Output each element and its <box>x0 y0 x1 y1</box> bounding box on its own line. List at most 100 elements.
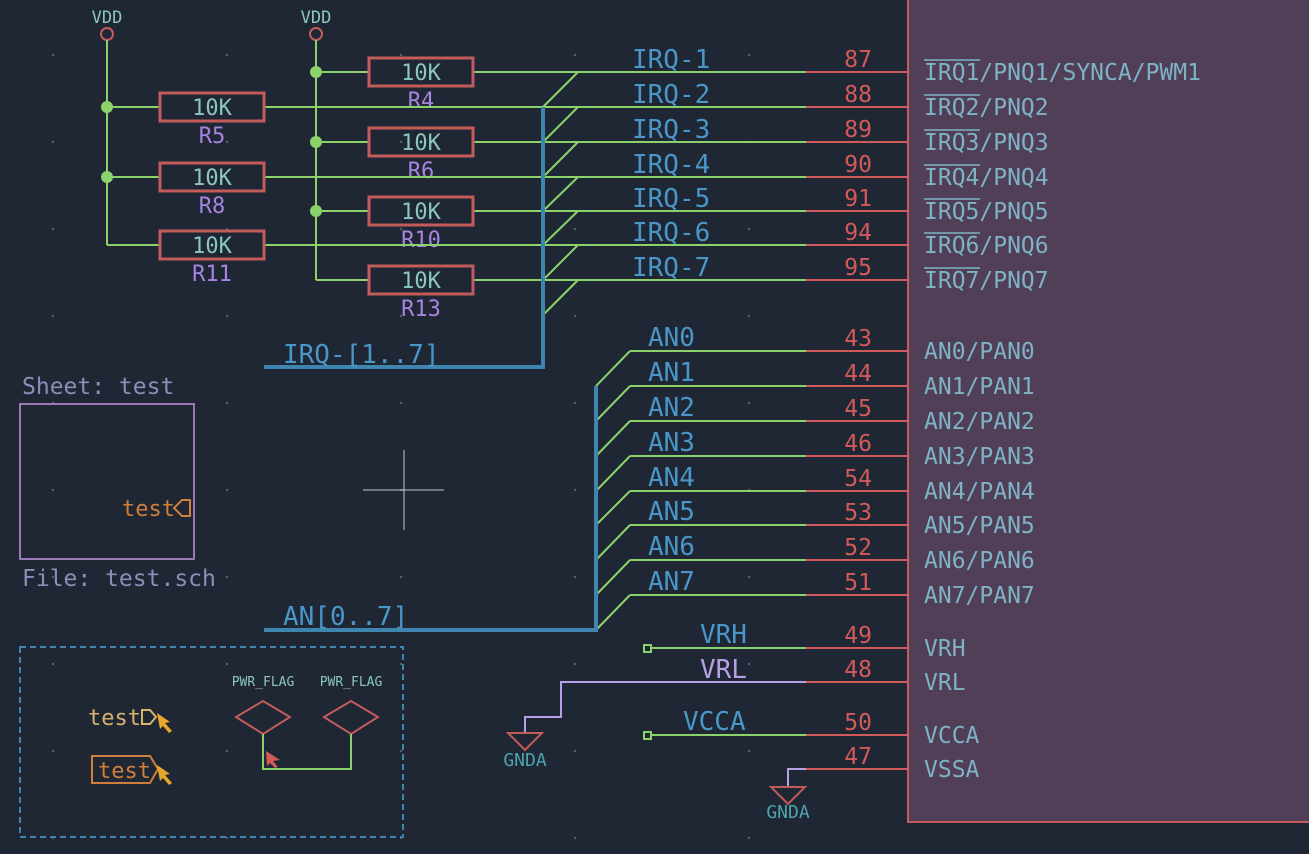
resistor-ref: R5 <box>199 124 226 149</box>
grid-dot <box>225 53 229 57</box>
pin-name-rest: /PNQ2 <box>979 95 1048 121</box>
vdd-label-2: VDD <box>301 8 332 28</box>
pin-number: 53 <box>844 500 872 526</box>
pwr-flag-wire <box>262 734 352 770</box>
pin-name-overbar: IRQ4 <box>924 165 979 191</box>
sheet-pin-shape[interactable] <box>172 499 191 517</box>
an-net-label: AN7 <box>648 567 695 597</box>
grid-dot <box>51 227 55 231</box>
gnda-symbol-1[interactable]: GNDA <box>503 732 547 771</box>
resistor-value: 10K <box>192 166 232 191</box>
pwr-flag-label-2: PWR_FLAG <box>320 675 383 690</box>
ic-body[interactable] <box>907 0 1309 823</box>
pin-number: 90 <box>844 152 872 178</box>
grid-dot <box>51 488 55 492</box>
an-net-label: AN5 <box>648 497 695 527</box>
gnda-symbol-2[interactable]: GNDA <box>766 786 810 823</box>
pin-name: IRQ7/PNQ7 <box>924 268 1049 294</box>
irq-bus[interactable] <box>264 107 545 369</box>
grid-dot <box>399 314 403 318</box>
resistor-ref: R11 <box>192 262 232 287</box>
grid-dot <box>573 488 577 492</box>
pin-name-rest: /PNQ6 <box>979 233 1048 259</box>
vdd-label-1: VDD <box>92 8 123 28</box>
gnda-label-1: GNDA <box>503 750 547 771</box>
pin-number: 89 <box>844 117 872 143</box>
pin-name: AN3/PAN3 <box>924 444 1035 470</box>
grid-dot <box>573 749 577 753</box>
pin-name-overbar: IRQ5 <box>924 199 979 225</box>
an-bus[interactable] <box>264 386 598 632</box>
resistor-ref: R13 <box>401 297 441 322</box>
resistor-body <box>367 56 475 88</box>
arrow-pointer-icon-2 <box>157 765 172 785</box>
grid-dot <box>51 53 55 57</box>
group-label-2: test <box>98 759 151 784</box>
group-border <box>19 646 404 838</box>
irq-net-label: IRQ-3 <box>632 115 710 145</box>
pin-name: IRQ3/PNQ3 <box>924 130 1049 156</box>
grid-dot <box>747 227 751 231</box>
hierarchical-sheet[interactable]: Sheet: test test File: test.sch <box>19 374 216 592</box>
irq-net-label: IRQ-4 <box>632 150 710 180</box>
resistor-ref: R10 <box>401 228 441 253</box>
pin-number: 49 <box>844 623 872 649</box>
pin-name-overbar: IRQ6 <box>924 233 979 259</box>
pin-name: AN2/PAN2 <box>924 409 1035 435</box>
pin-name-overbar: IRQ3 <box>924 130 979 156</box>
error-marker-icon <box>266 751 280 768</box>
grid-dot <box>225 836 229 840</box>
pin-number: 44 <box>844 361 872 387</box>
grid-dot <box>225 662 229 666</box>
sheet-name: Sheet: test <box>22 374 174 400</box>
irq-net-label: IRQ-2 <box>632 80 710 110</box>
group-label-1: test <box>88 706 141 731</box>
grid-dot <box>573 836 577 840</box>
group-label-2-box <box>91 755 160 784</box>
pwr-flag-label-1: PWR_FLAG <box>232 675 295 690</box>
pin-name-overbar: IRQ7 <box>924 268 979 294</box>
pin-name: VRH <box>924 636 966 662</box>
pin-name: IRQ2/PNQ2 <box>924 95 1049 121</box>
resistor-value: 10K <box>401 61 441 86</box>
grid-dot <box>225 140 229 144</box>
pin-number: 52 <box>844 535 872 561</box>
pin-number: 95 <box>844 255 872 281</box>
dashed-group[interactable]: test test PWR_FLAG PWR_FLAG <box>19 646 404 838</box>
grid-dot <box>225 401 229 405</box>
pin-number: 54 <box>844 466 872 492</box>
pin-name: AN5/PAN5 <box>924 513 1035 539</box>
pin-name-rest: /PNQ5 <box>979 199 1048 225</box>
gnda-label-2: GNDA <box>766 802 810 823</box>
